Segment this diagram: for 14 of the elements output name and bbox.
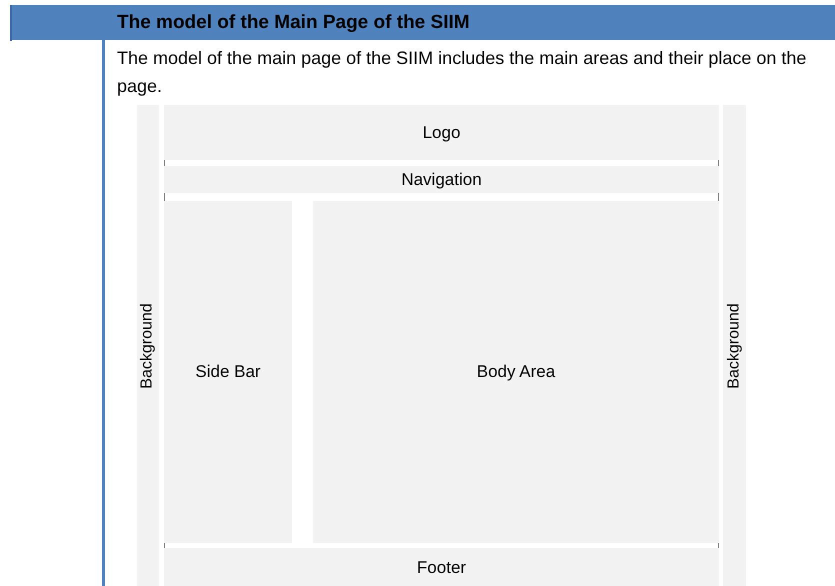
area-label: Logo xyxy=(422,122,460,144)
description-paragraph: The model of the main page of the SIIM includes the main areas and their place on the page. xyxy=(117,47,808,98)
page-area xyxy=(164,105,719,160)
page-area xyxy=(164,201,292,543)
area-label: Footer xyxy=(416,557,466,580)
page-area xyxy=(164,548,719,586)
area-label: Background xyxy=(138,302,157,388)
area-label: Side Bar xyxy=(195,361,261,384)
area-label: Body Area xyxy=(476,361,556,384)
area-label: Navigation xyxy=(401,168,482,191)
page-area xyxy=(313,201,719,543)
area-label: Background xyxy=(724,302,744,388)
table-heading: The model of the Main Page of the SIIM xyxy=(117,11,470,35)
page-area xyxy=(164,166,719,193)
